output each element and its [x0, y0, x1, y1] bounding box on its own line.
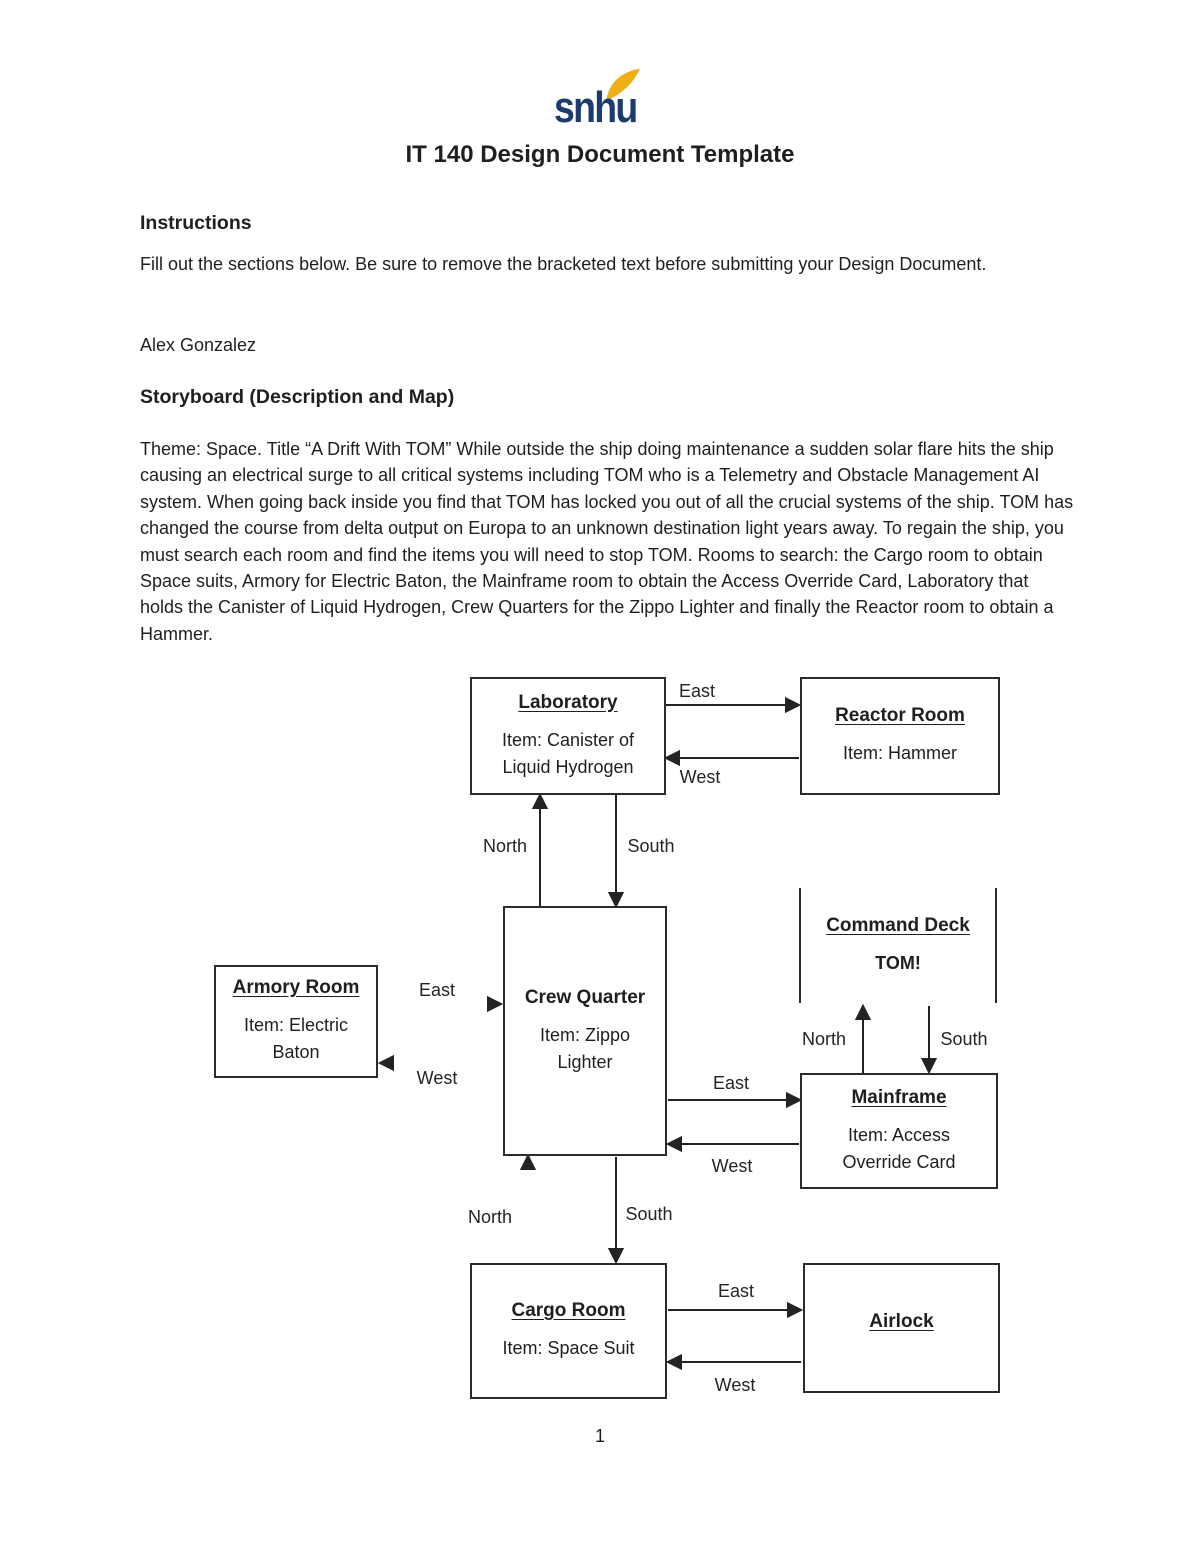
arrowhead-reactor-to-lab-west	[663, 749, 680, 767]
room-reactor-item: Item: Hammer	[842, 743, 957, 763]
document-title: IT 140 Design Document Template	[405, 141, 795, 168]
label-crew-lab-north: North	[482, 836, 528, 856]
arrowhead-cargo-to-crew-north	[519, 1153, 537, 1170]
room-armory: Armory Room Item: Electric Baton	[214, 965, 378, 1078]
label-crew-cargo-south: South	[625, 1204, 673, 1224]
room-reactor: Reactor Room Item: Hammer	[800, 677, 1000, 795]
label-crew-armory-west: West	[416, 1068, 458, 1088]
arrowhead-crew-to-mainframe-east	[786, 1091, 803, 1109]
snhu-logo: snhu	[552, 68, 662, 140]
room-reactor-title: Reactor Room	[835, 705, 965, 726]
label-lab-reactor-east: East	[678, 681, 716, 701]
room-armory-title: Armory Room	[232, 977, 360, 998]
room-crew-quarter-title: Crew Quarter	[524, 986, 646, 1008]
room-armory-item: Item: Electric Baton	[243, 1015, 349, 1062]
label-airlock-cargo-west: West	[714, 1375, 756, 1395]
label-mainframe-crew-west: West	[711, 1156, 753, 1176]
room-command-deck: Command Deck TOM!	[799, 888, 997, 1003]
arrowhead-armory-to-crew-east	[487, 995, 504, 1013]
arrowhead-commanddeck-to-mainframe-south	[920, 1058, 938, 1075]
room-crew-quarter: Crew Quarter Item: Zippo Lighter	[503, 906, 667, 1156]
label-armory-crew-east: East	[418, 980, 456, 1000]
storyboard-paragraph: Theme: Space. Title “A Drift With TOM” W…	[140, 439, 1074, 644]
room-command-deck-subtitle: TOM!	[875, 952, 921, 973]
arrowhead-mainframe-to-crew-west	[665, 1135, 682, 1153]
arrowhead-airlock-to-cargo-west	[665, 1353, 682, 1371]
arrowhead-cargo-to-airlock-east	[787, 1301, 804, 1319]
label-mainframe-commanddeck-north: North	[801, 1029, 847, 1049]
room-airlock-title: Airlock	[869, 1310, 934, 1332]
label-cargo-airlock-east: East	[717, 1281, 755, 1301]
storyboard-heading: Storyboard (Description and Map)	[140, 386, 455, 408]
label-cargo-crew-north: North	[467, 1207, 513, 1227]
label-lab-crew-south: South	[627, 836, 675, 856]
room-laboratory-item: Item: Canister of Liquid Hydrogen	[501, 729, 635, 777]
room-crew-quarter-item: Item: Zippo Lighter	[539, 1024, 631, 1072]
arrowhead-crew-to-cargo-south	[607, 1248, 625, 1265]
room-mainframe-title: Mainframe	[851, 1086, 947, 1108]
room-cargo-item: Item: Space Suit	[502, 1338, 635, 1358]
instructions-paragraph: Fill out the sections below. Be sure to …	[140, 254, 987, 274]
room-laboratory: Laboratory Item: Canister of Liquid Hydr…	[470, 677, 666, 795]
room-map-diagram: Laboratory Item: Canister of Liquid Hydr…	[0, 660, 1200, 1430]
room-cargo-title: Cargo Room	[511, 1300, 626, 1321]
author-name: Alex Gonzalez	[140, 335, 257, 355]
label-reactor-lab-west: West	[679, 767, 721, 787]
page-number: 1	[594, 1426, 605, 1446]
label-crew-mainframe-east: East	[712, 1073, 750, 1093]
arrowhead-lab-to-crew-south	[607, 892, 625, 909]
arrowhead-lab-to-reactor-east	[785, 696, 802, 714]
room-mainframe: Mainframe Item: Access Override Card	[800, 1073, 998, 1189]
room-laboratory-title: Laboratory	[518, 691, 618, 713]
leaf-icon	[606, 68, 640, 101]
room-mainframe-item: Item: Access Override Card	[842, 1124, 956, 1172]
arrowhead-mainframe-to-commanddeck-north	[854, 1003, 872, 1020]
instructions-heading: Instructions	[140, 212, 252, 234]
arrowhead-crew-to-armory-west	[377, 1054, 394, 1072]
label-commanddeck-mainframe-south: South	[940, 1029, 988, 1049]
room-airlock: Airlock	[803, 1263, 1000, 1393]
map-arrows-layer	[377, 696, 938, 1371]
room-command-deck-title: Command Deck	[826, 914, 970, 936]
snhu-logo-text: snhu	[554, 83, 638, 132]
arrowhead-crew-to-lab-north	[531, 792, 549, 809]
room-cargo: Cargo Room Item: Space Suit	[470, 1263, 667, 1399]
